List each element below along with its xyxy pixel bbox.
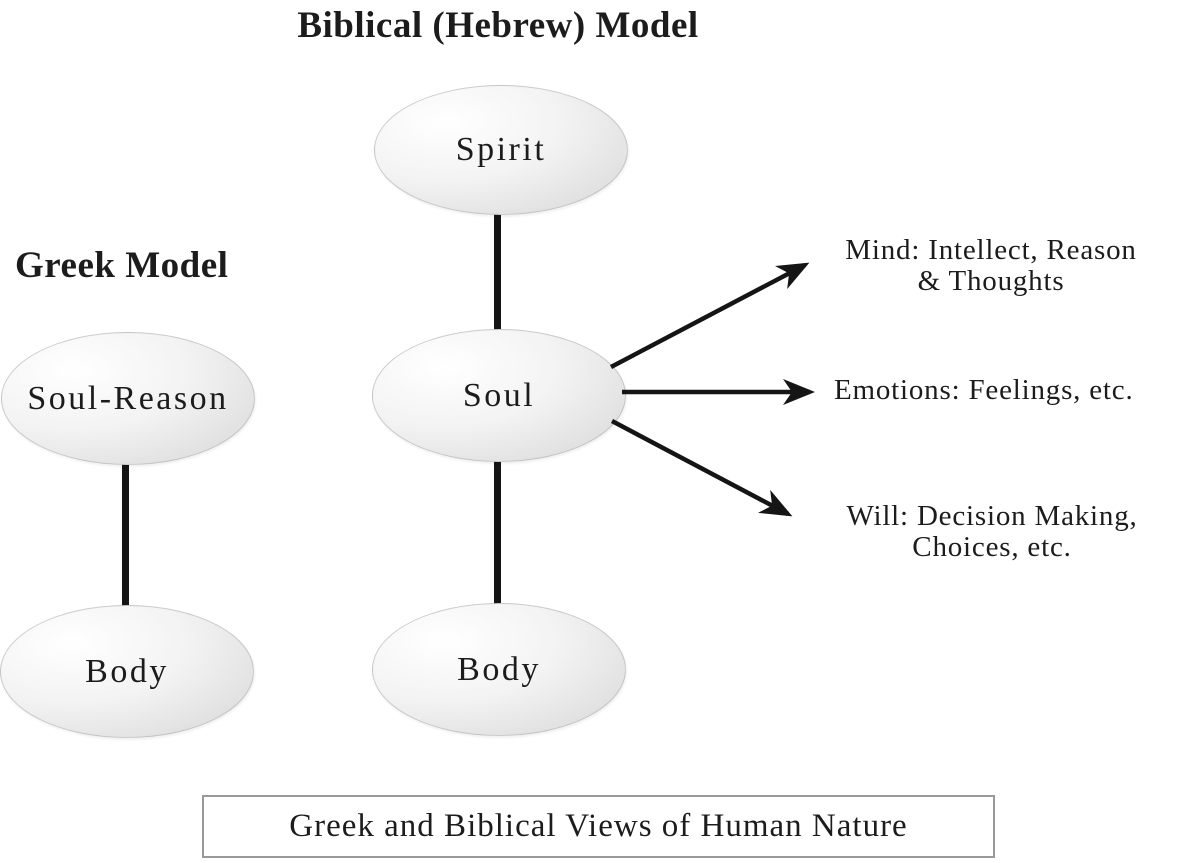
emotions-aspect-line1: Emotions: Feelings, etc. bbox=[834, 374, 1134, 406]
connector-soulreason-body bbox=[122, 458, 129, 612]
will-aspect-line1: Will: Decision Making, bbox=[846, 500, 1138, 532]
soul-node: Soul bbox=[372, 329, 626, 462]
biblical-model-title: Biblical (Hebrew) Model bbox=[297, 5, 699, 46]
emotions-aspect-label: Emotions: Feelings, etc. bbox=[834, 375, 1134, 406]
mind-aspect-line2: & Thoughts bbox=[917, 265, 1065, 297]
greek-model-title: Greek Model bbox=[15, 245, 229, 286]
will-aspect-label: Will: Decision Making, Choices, etc. bbox=[826, 501, 1158, 563]
connector-soul-body bbox=[494, 455, 501, 610]
soul-reason-node-label: Soul-Reason bbox=[27, 379, 229, 417]
connector-spirit-soul bbox=[494, 206, 501, 336]
soul-node-label: Soul bbox=[462, 376, 536, 414]
soul-reason-node: Soul-Reason bbox=[1, 332, 255, 465]
spirit-node: Spirit bbox=[374, 85, 628, 215]
biblical-body-node: Body bbox=[372, 603, 626, 736]
mind-aspect-label: Mind: Intellect, Reason & Thoughts bbox=[826, 235, 1156, 297]
arrow-to-will bbox=[610, 419, 793, 517]
caption-box: Greek and Biblical Views of Human Nature bbox=[202, 795, 995, 858]
greek-body-node: Body bbox=[0, 605, 254, 738]
biblical-body-node-label: Body bbox=[457, 650, 541, 688]
caption-text: Greek and Biblical Views of Human Nature bbox=[289, 808, 908, 844]
spirit-node-label: Spirit bbox=[455, 131, 547, 168]
mind-aspect-line1: Mind: Intellect, Reason bbox=[845, 234, 1137, 266]
greek-body-node-label: Body bbox=[85, 652, 169, 690]
will-aspect-line2: Choices, etc. bbox=[912, 531, 1072, 563]
arrow-to-mind bbox=[609, 262, 810, 369]
